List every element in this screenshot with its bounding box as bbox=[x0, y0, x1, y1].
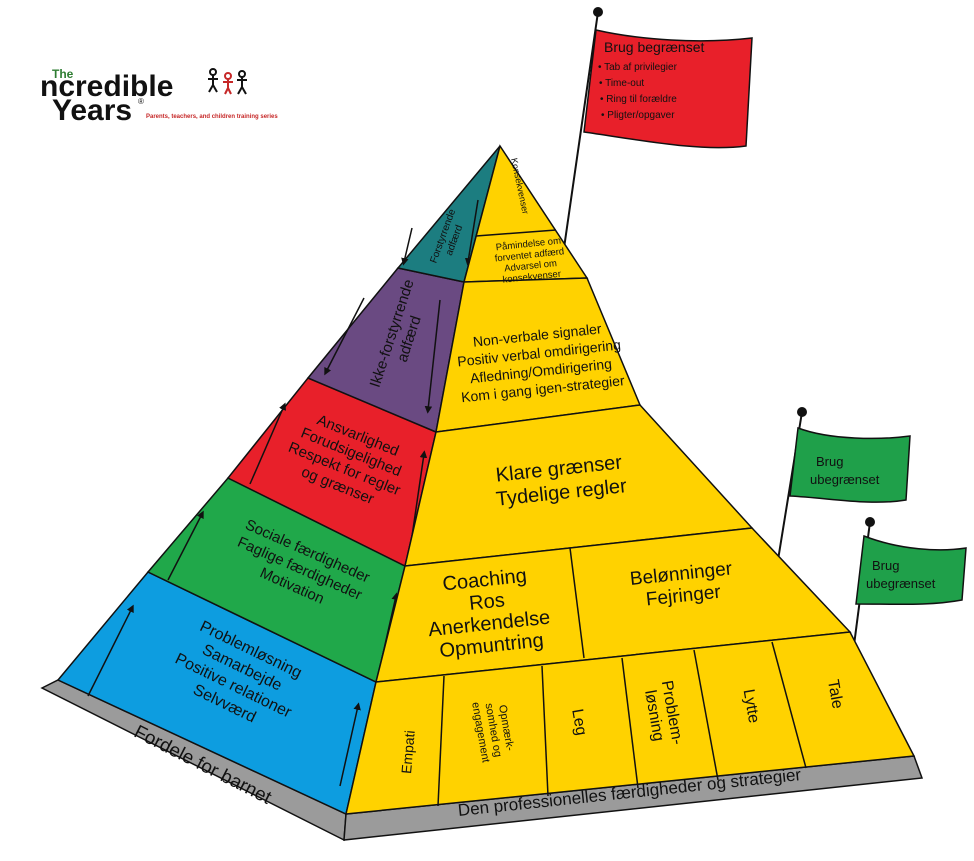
front-base-cell: Lytte bbox=[740, 688, 763, 725]
flag-unlimited-2: Brug ubegrænset bbox=[849, 517, 967, 677]
divider-line bbox=[693, 649, 719, 781]
front-label-rewards: BelønningerFejringer bbox=[629, 558, 736, 612]
children-family-icon bbox=[208, 68, 247, 95]
flagpole-top-limited bbox=[593, 7, 603, 17]
front-label-reminder-line: Advarsel om bbox=[504, 258, 558, 274]
flag-unlimited-2-cloth bbox=[855, 534, 967, 606]
side-face: ForstyrrendeadfærdIkke-forstyrrendeadfær… bbox=[56, 145, 501, 816]
flag-unlimited-1: Brug ubegrænset bbox=[777, 407, 911, 561]
flagpole-limited bbox=[561, 11, 599, 263]
arrow-down-icon bbox=[424, 299, 441, 414]
front-base-cell-line: Empati bbox=[398, 730, 418, 775]
flag-limited-item: • Tab af privilegier bbox=[598, 62, 678, 73]
flag-limited-cloth bbox=[583, 29, 753, 149]
front-label-reminder: Påmindelse omforventet adfærdAdvarsel om… bbox=[493, 235, 567, 286]
arrow-down-icon bbox=[401, 227, 413, 266]
front-base-cell: Leg bbox=[568, 708, 589, 737]
logo-word2: Years bbox=[52, 94, 132, 127]
arrow-up-icon bbox=[87, 604, 134, 697]
side-label-responsibility: AnsvarlighedForudsigelighedRespekt for r… bbox=[279, 405, 416, 515]
flag-unlimited-2-line2: ubegrænset bbox=[866, 576, 936, 591]
arrow-up-icon bbox=[339, 702, 361, 787]
flagpole-top-unlimited-2 bbox=[865, 517, 875, 527]
flag-limited-item: • Pligter/opgaver bbox=[601, 110, 675, 121]
front-base-cell-line: Tale bbox=[824, 678, 846, 710]
flag-unlimited-1-line2: ubegrænset bbox=[810, 472, 880, 487]
divider-line bbox=[475, 229, 557, 237]
arrow-down-icon bbox=[464, 199, 479, 266]
flag-unlimited-1-line1: Brug bbox=[816, 454, 843, 469]
flag-limited-items: • Tab af privilegier • Time-out • Ring til… bbox=[598, 62, 678, 121]
front-label-coaching-line: Ros bbox=[468, 589, 506, 615]
logo-registered: ® bbox=[138, 97, 144, 106]
logo-word1: ncredible bbox=[40, 70, 173, 103]
front-base-cell: Tale bbox=[824, 678, 846, 710]
flagpole-top-unlimited-1 bbox=[797, 407, 807, 417]
flag-unlimited-2-line1: Brug bbox=[872, 558, 899, 573]
logo: The ncredible Years ® Parents, teachers,… bbox=[40, 67, 278, 127]
flag-unlimited-1-cloth bbox=[789, 426, 911, 503]
flag-limited-item: • Ring til forældre bbox=[600, 94, 677, 105]
divider-line bbox=[437, 675, 445, 807]
arrow-up-icon bbox=[249, 402, 286, 485]
flag-limited-title: Brug begrænset bbox=[604, 39, 705, 55]
divider-line bbox=[771, 641, 807, 769]
front-base-cell-line: Lytte bbox=[740, 688, 763, 725]
front-base-cell: Empati bbox=[398, 730, 418, 775]
flag-limited-item: • Time-out bbox=[599, 78, 644, 89]
arrow-down-icon bbox=[324, 297, 365, 376]
logo-tagline: Parents, teachers, and children training… bbox=[146, 114, 278, 120]
flag-limited: Brug begrænset • Tab af privilegier • Tim… bbox=[561, 7, 753, 263]
front-base-cell-line: Leg bbox=[568, 708, 589, 737]
arrow-up-icon bbox=[167, 510, 204, 581]
logo-the: The bbox=[52, 67, 74, 81]
divider-line bbox=[569, 547, 585, 659]
divider-line bbox=[541, 665, 549, 797]
divider-line bbox=[621, 657, 639, 789]
